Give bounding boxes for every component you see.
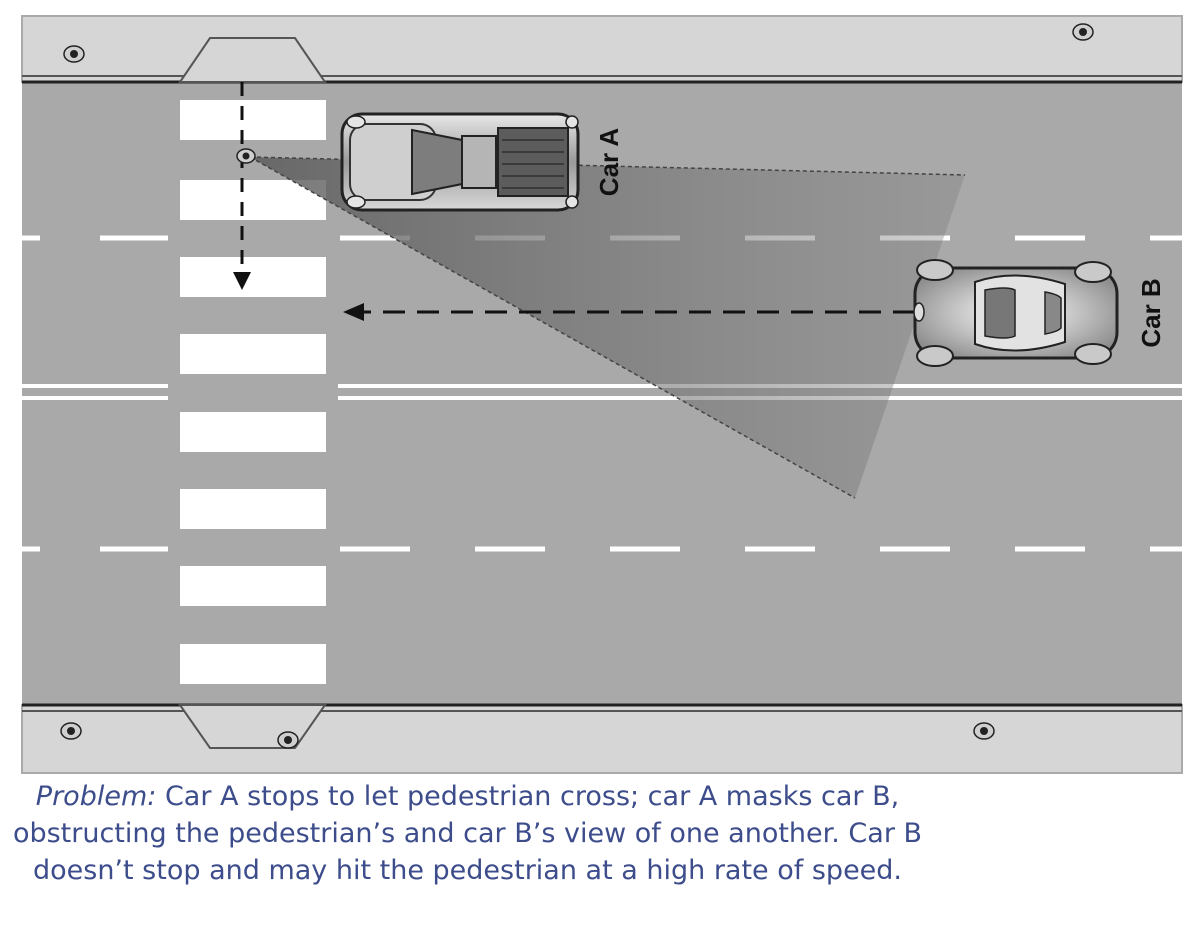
curb-extension-top: [178, 37, 327, 83]
sidewalk-pedestrian-top-left-icon: [63, 45, 85, 63]
traffic-scene-diagram: Car A Car B: [21, 15, 1183, 774]
pedestrian-arrowhead-icon: [233, 272, 251, 290]
car-b-arrowhead-icon: [343, 303, 364, 321]
sidewalk-pedestrian-bottom-center-icon: [277, 731, 299, 749]
car-b-sedan: [913, 259, 1119, 367]
car-a-truck: [340, 112, 580, 212]
car-b-label: Car B: [1136, 278, 1166, 347]
crosswalk: [180, 100, 326, 684]
problem-caption: Problem: Car A stops to let pedestrian c…: [0, 778, 935, 889]
sidewalk-pedestrian-bottom-right-icon: [973, 722, 995, 740]
pedestrian-icon: [236, 148, 256, 164]
blind-zone-shadow: [250, 157, 965, 498]
caption-text: Car A stops to let pedestrian cross; car…: [12, 781, 923, 886]
sidewalk-pedestrian-top-right-icon: [1072, 23, 1094, 41]
caption-lead: Problem:: [35, 781, 157, 812]
sight-line-lower: [249, 156, 856, 499]
sidewalk-pedestrian-bottom-left-icon: [60, 722, 82, 740]
car-a-label: Car A: [594, 128, 624, 197]
